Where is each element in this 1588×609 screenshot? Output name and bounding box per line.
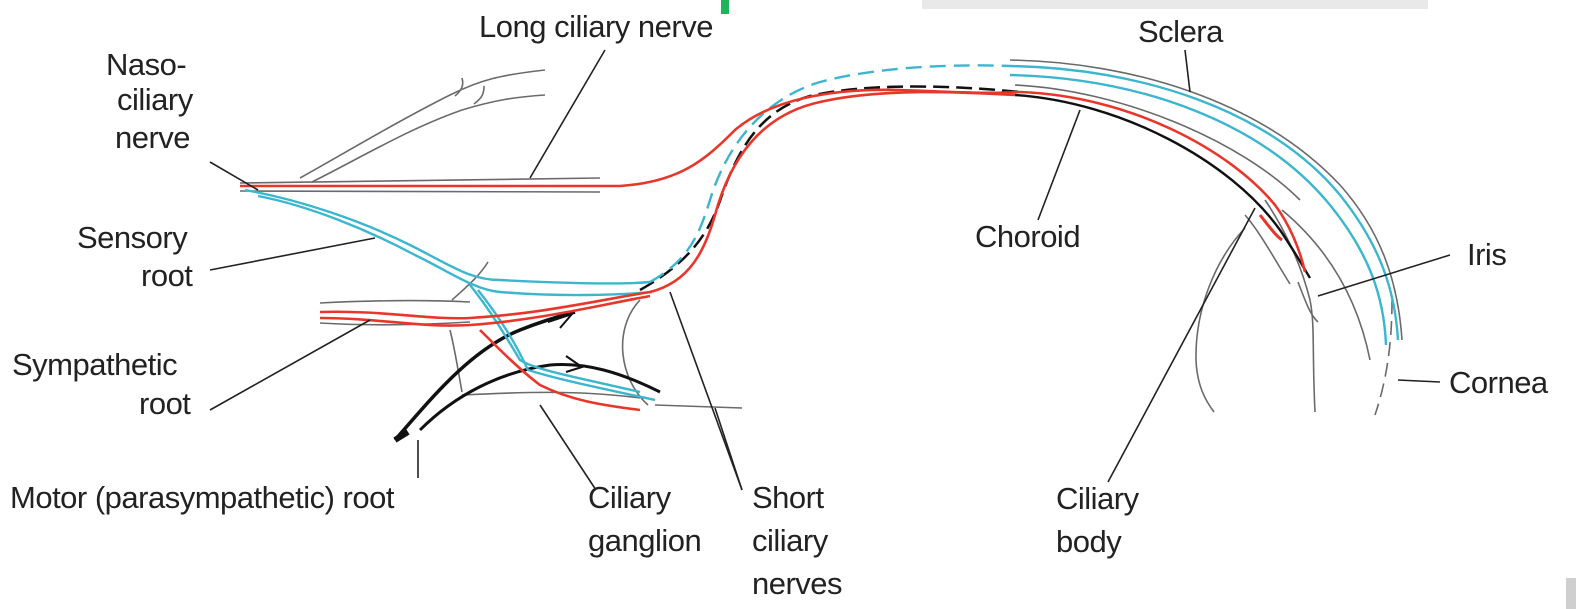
leader-sclera	[1185, 50, 1190, 92]
label-naso-3: nerve	[115, 120, 190, 155]
label-choroid: Choroid	[975, 219, 1080, 254]
black-structures	[395, 87, 1310, 441]
leader-cornea	[1398, 380, 1440, 382]
bottom-right-gray-marker	[1566, 578, 1576, 609]
label-motor-root: Motor (parasympathetic) root	[10, 480, 395, 515]
label-short-3: nerves	[752, 566, 842, 601]
outline-structures	[240, 60, 1402, 415]
label-sensory-1: Sensory	[77, 220, 188, 255]
label-sympathetic-1: Sympathetic	[12, 347, 177, 382]
leader-sympathetic	[210, 320, 370, 410]
label-naso-1: Naso-	[106, 47, 186, 82]
top-green-marker	[721, 0, 729, 14]
blue-nerves	[245, 65, 1398, 400]
label-sympathetic-2: root	[139, 386, 191, 421]
labels: Long ciliary nerve Sclera Naso- ciliary …	[10, 9, 1549, 601]
label-sensory-2: root	[141, 258, 193, 293]
leader-sensory	[210, 238, 375, 270]
label-ciliary-body-2: body	[1056, 524, 1122, 559]
label-naso-2: ciliary	[117, 82, 194, 117]
leader-short2	[715, 408, 742, 490]
label-cornea: Cornea	[1449, 365, 1549, 400]
label-ciliary-ganglion-1: Ciliary	[588, 480, 672, 515]
label-iris: Iris	[1467, 237, 1506, 272]
leader-lines	[210, 50, 1450, 490]
leader-long-ciliary	[530, 50, 605, 178]
label-short-2: ciliary	[752, 523, 829, 558]
leader-naso	[210, 162, 258, 190]
leader-choroid	[1038, 110, 1080, 220]
label-ciliary-ganglion-2: ganglion	[588, 523, 701, 558]
leader-ganglion	[540, 405, 596, 490]
top-gray-panel	[922, 0, 1428, 9]
label-ciliary-body-1: Ciliary	[1056, 481, 1140, 516]
label-long-ciliary-nerve: Long ciliary nerve	[479, 9, 713, 44]
label-sclera: Sclera	[1138, 14, 1224, 49]
label-short-1: Short	[752, 480, 824, 515]
leader-ciliary-body	[1108, 208, 1255, 482]
red-nerves	[240, 90, 1305, 410]
leader-short	[670, 292, 742, 490]
